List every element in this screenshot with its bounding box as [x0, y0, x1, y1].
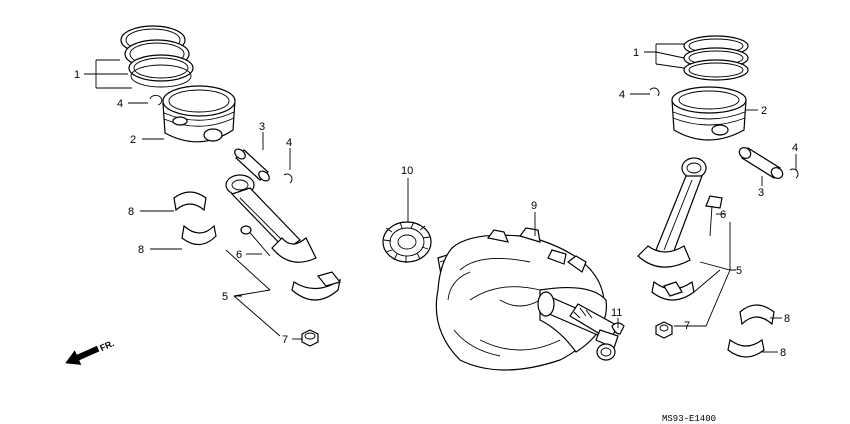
callout-9: 9 — [531, 200, 537, 212]
left-piston — [162, 85, 236, 143]
callout-7-left: 7 — [282, 334, 288, 346]
callout-8-right-a: 8 — [784, 313, 790, 325]
diagram-code: MS93-E1400 — [662, 414, 716, 424]
callout-1-left: 1 — [74, 69, 80, 81]
left-piston-pin-clip-a — [149, 94, 163, 106]
right-piston-pin-clip-b — [789, 168, 799, 179]
callout-4-right-a: 4 — [619, 89, 625, 101]
callout-10: 10 — [401, 165, 413, 177]
left-piston-rings — [120, 25, 194, 88]
left-piston-pin-clip-b — [283, 173, 293, 184]
left-connecting-rod — [225, 174, 317, 263]
primary-drive-gear — [382, 221, 432, 263]
callout-labels: 1 4 2 3 4 8 8 6 5 7 10 9 11 1 4 2 4 3 6 … — [74, 47, 798, 359]
front-direction-label: FR. — [98, 338, 115, 353]
callout-6-left: 6 — [236, 249, 242, 261]
callout-4-left-a: 4 — [117, 98, 123, 110]
left-rod-cap — [291, 271, 342, 301]
right-rod-cap — [651, 280, 695, 301]
left-piston-pin — [234, 148, 270, 182]
callout-8-left-a: 8 — [128, 206, 134, 218]
callout-1-right: 1 — [633, 47, 639, 59]
crankshaft — [435, 227, 619, 371]
callout-2-left: 2 — [130, 134, 136, 146]
left-rod-nut — [301, 329, 319, 347]
right-piston-pin — [738, 147, 784, 179]
right-connecting-rod — [637, 157, 723, 268]
callout-5-right: 5 — [736, 265, 742, 277]
leader-lines — [84, 43, 797, 353]
callout-4-left-b: 4 — [286, 137, 292, 149]
front-direction-arrow: FR. — [65, 338, 116, 365]
callout-6-right: 6 — [720, 209, 726, 221]
right-bearing-lower — [727, 338, 765, 358]
woodruff-key — [611, 322, 625, 335]
callout-3-left: 3 — [259, 121, 265, 133]
callout-5-left: 5 — [222, 291, 228, 303]
right-rod-nut — [655, 321, 673, 339]
callout-7-right: 7 — [684, 320, 690, 332]
right-piston — [671, 86, 747, 141]
right-piston-rings — [683, 35, 749, 81]
callout-8-right-b: 8 — [780, 347, 786, 359]
callout-2-right: 2 — [761, 105, 767, 117]
left-bearing-upper — [173, 191, 207, 212]
right-piston-pin-clip-a — [649, 87, 660, 97]
callout-3-right: 3 — [758, 187, 764, 199]
callout-4-right-b: 4 — [792, 142, 798, 154]
callout-11: 11 — [611, 307, 622, 319]
callout-8-left-b: 8 — [138, 244, 144, 256]
left-bearing-lower — [181, 224, 217, 246]
right-bearing-upper — [739, 304, 775, 326]
